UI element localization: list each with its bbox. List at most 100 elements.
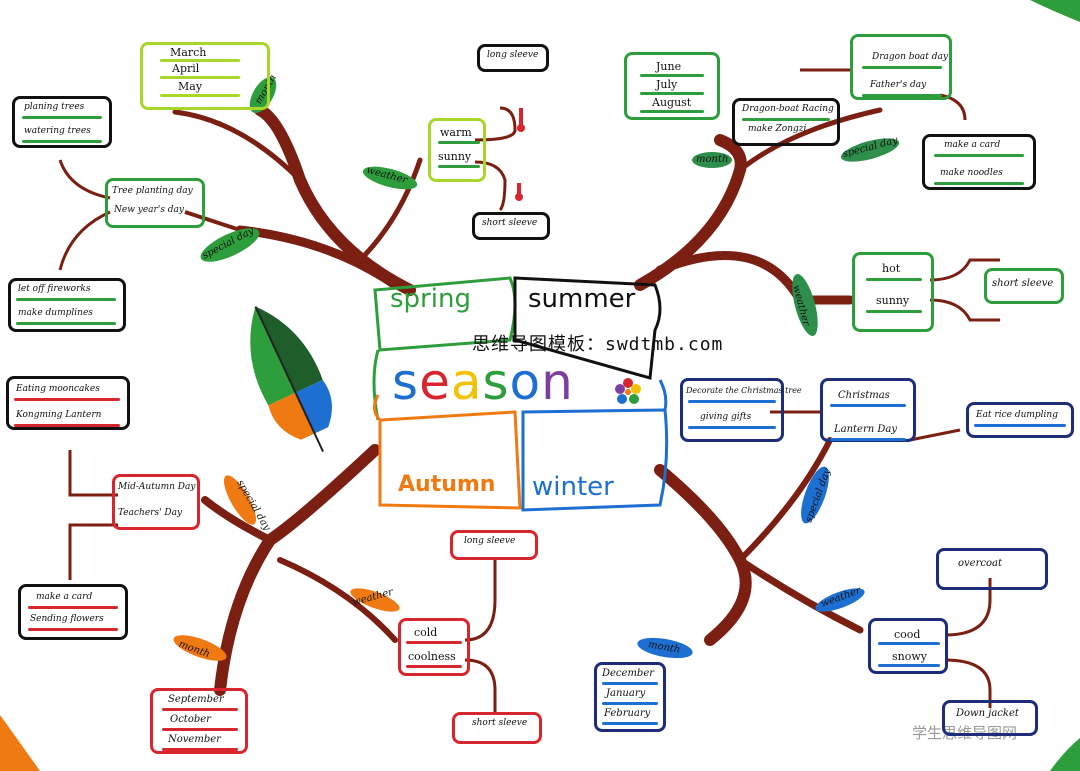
flower-icon xyxy=(615,378,641,404)
autumn-short-sleeve-box xyxy=(452,712,542,744)
corner-deco-top-right xyxy=(1030,0,1080,22)
winter-act-decorate: Decorate the Christmas tree xyxy=(686,386,802,395)
winter-lantern-act-box xyxy=(966,402,1074,438)
title-letter-1: s xyxy=(392,353,420,411)
autumn-months-box xyxy=(150,688,248,754)
autumn-act-flowers: Sending flowers xyxy=(30,614,104,624)
corner-deco-bottom-left xyxy=(0,715,40,771)
spring-weather-2: sunny xyxy=(438,150,472,163)
season-title: season xyxy=(392,352,574,412)
leaf-summer-month xyxy=(692,152,732,168)
winter-branch xyxy=(654,410,961,646)
winter-months-box xyxy=(594,662,666,732)
summer-month-2: July xyxy=(656,78,678,91)
summer-day-1: Dragon boat day xyxy=(872,52,948,62)
spring-branch xyxy=(58,104,423,296)
summer-days-box xyxy=(850,34,952,100)
leaf-winter-month xyxy=(637,637,693,659)
autumn-days-box xyxy=(112,474,200,530)
spring-newyear-acts-box xyxy=(8,278,126,332)
autumn-month-2: October xyxy=(170,714,211,725)
leaf-spring-special xyxy=(200,228,260,262)
summer-month-3: August xyxy=(652,96,692,109)
autumn-act-lantern: Kongming Lantern xyxy=(16,410,102,420)
title-letter-6: n xyxy=(541,353,574,411)
summer-months-box xyxy=(624,52,720,120)
leaf-winter-special xyxy=(801,466,829,524)
autumn-teacher-acts-box xyxy=(18,584,128,640)
spring-act-planing: planing trees xyxy=(24,102,85,112)
summer-weather-1: hot xyxy=(882,262,901,275)
summer-weather-box xyxy=(852,252,934,332)
autumn-branch xyxy=(68,444,398,696)
winter-month-1: December xyxy=(602,668,655,679)
summer-month-tag: month xyxy=(696,154,729,165)
summer-father-acts-box xyxy=(922,134,1036,190)
winter-weather-1: cood xyxy=(894,628,921,641)
spring-weather-box xyxy=(428,118,486,182)
autumn-weather-2: coolness xyxy=(408,650,456,663)
leaf-autumn-weather xyxy=(350,588,400,612)
autumn-month-3: November xyxy=(168,734,221,745)
spring-act-fireworks: let off fireworks xyxy=(18,284,91,294)
spring-days-box xyxy=(105,178,205,228)
summer-short-sleeve: short sleeve xyxy=(992,278,1054,289)
spring-long-sleeve-box xyxy=(477,44,549,72)
autumn-day-1: Mid-Autumn Day xyxy=(118,482,196,492)
autumn-mid-acts-box xyxy=(6,376,130,430)
winter-down-jacket: Down jacket xyxy=(956,708,1019,719)
summer-act-racing: Dragon-boat Racing xyxy=(742,104,834,114)
spring-day-1: Tree planting day xyxy=(112,186,193,196)
leaf-spring-weather xyxy=(362,166,418,190)
spring-day-2: New year's day xyxy=(114,205,185,215)
leaf-winter-weather xyxy=(815,588,865,612)
leaf-summer-weather xyxy=(792,273,818,337)
title-letter-4: s xyxy=(482,353,510,411)
spring-short-sleeve: short sleeve xyxy=(482,218,538,228)
spring-months-box xyxy=(140,42,270,110)
summer-weather-2: sunny xyxy=(876,294,910,307)
watermark-text: 思维导图模板：swdtmb.com xyxy=(472,334,724,355)
spring-month-2: April xyxy=(172,62,200,75)
quadrant-autumn: Autumn xyxy=(398,472,496,497)
winter-overcoat-box xyxy=(936,548,1048,590)
autumn-short-sleeve: short sleeve xyxy=(472,718,528,728)
corner-deco-bottom-right xyxy=(1050,738,1080,771)
winter-act-rice-dumpling: Eat rice dumpling xyxy=(976,410,1058,420)
quadrant-winter: winter xyxy=(532,472,614,502)
thermometer-icon-sunny xyxy=(515,183,523,201)
quadrant-spring: spring xyxy=(390,284,471,314)
thermometer-icon-warm xyxy=(517,108,525,132)
autumn-weather-1: cold xyxy=(414,626,438,639)
title-letter-5: o xyxy=(509,353,542,411)
summer-dragon-acts-box xyxy=(732,98,840,146)
summer-act-zongzi: make Zongzi xyxy=(748,124,807,134)
winter-weather-2: snowy xyxy=(892,650,927,663)
winter-weather-box xyxy=(868,618,948,674)
winter-month-3: February xyxy=(604,708,651,719)
spring-act-dumplines: make dumplines xyxy=(18,308,93,318)
quadrant-summer: summer xyxy=(528,284,636,314)
summer-month-1: June xyxy=(656,60,682,73)
winter-day-2: Lantern Day xyxy=(834,424,898,435)
autumn-act-card: make a card xyxy=(36,592,93,602)
big-season-leaf xyxy=(250,306,332,452)
autumn-day-2: Teachers' Day xyxy=(118,508,183,518)
leaf-autumn-special xyxy=(223,475,257,525)
autumn-month-1: September xyxy=(168,694,224,705)
spring-weather-1: warm xyxy=(440,126,472,139)
winter-month-2: January xyxy=(606,688,646,699)
winter-act-gifts: giving gifts xyxy=(700,412,752,422)
title-letter-2: e xyxy=(419,353,451,411)
spring-month-1: March xyxy=(170,46,207,59)
spring-month-3: May xyxy=(178,80,203,93)
leaf-autumn-month xyxy=(173,635,227,661)
winter-down-jacket-box xyxy=(942,700,1038,736)
winter-christmas-acts-box xyxy=(680,378,784,442)
spring-short-sleeve-box xyxy=(472,212,550,240)
leaf-summer-special xyxy=(840,138,900,162)
summer-act-noodles: make noodles xyxy=(940,168,1003,178)
spring-act-watering: watering trees xyxy=(24,126,91,136)
